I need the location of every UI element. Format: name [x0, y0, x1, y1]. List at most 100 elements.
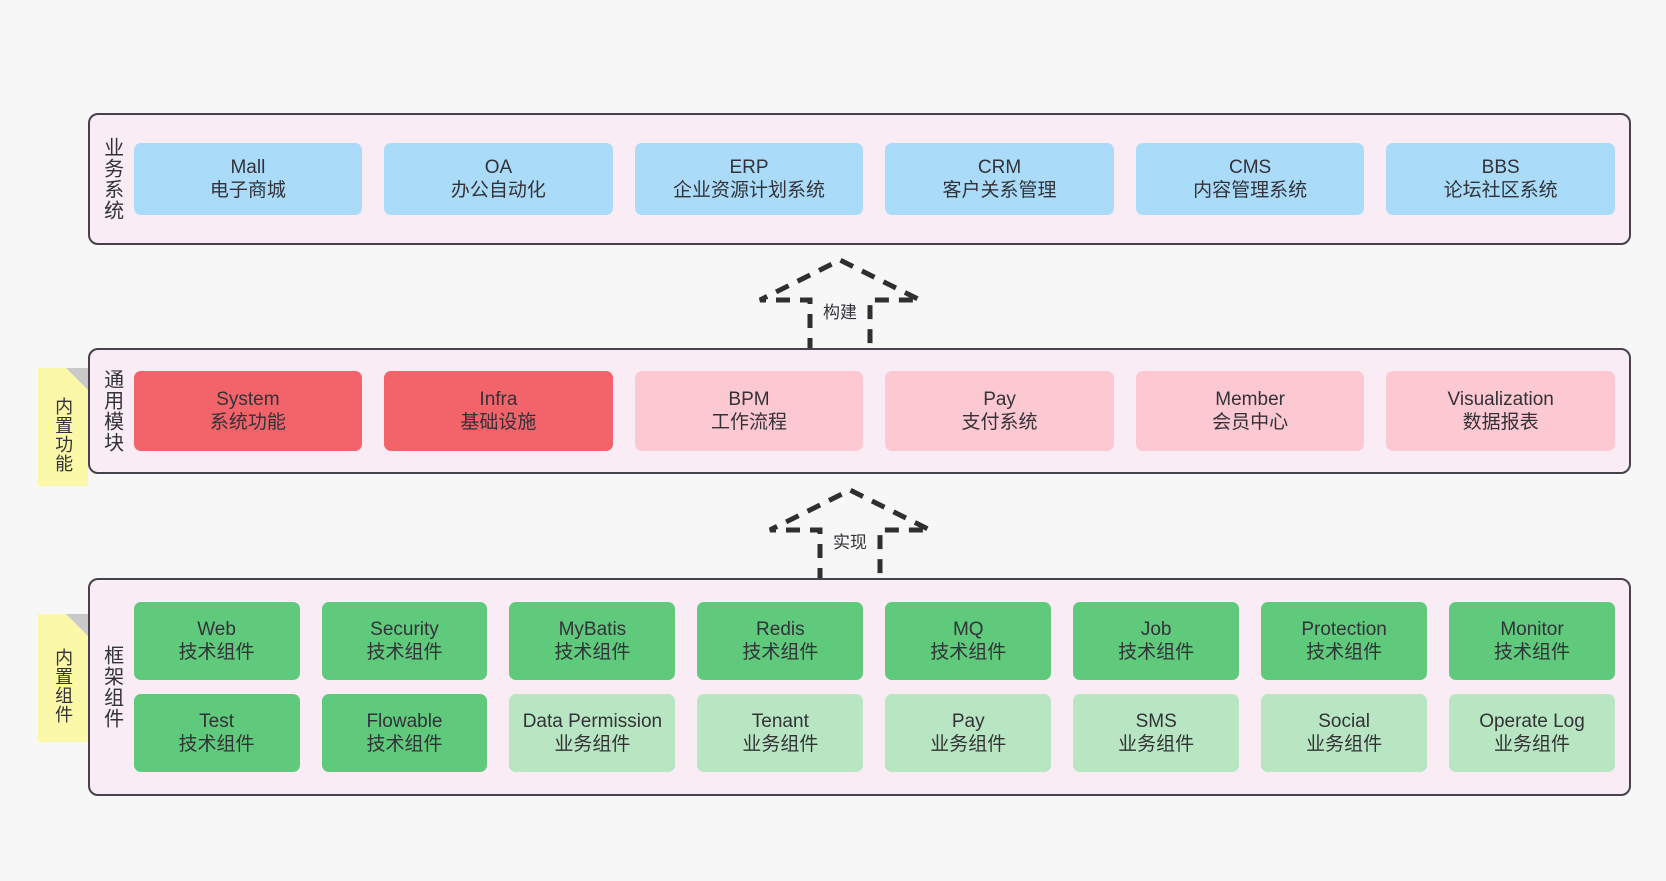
card-title-en: Monitor	[1500, 618, 1564, 640]
card-title-cn: 办公自动化	[450, 180, 546, 201]
card-title-en: OA	[484, 156, 513, 178]
card-title-en: Redis	[756, 618, 805, 640]
card-title-cn: 数据报表	[1462, 412, 1539, 433]
sticky-note-text: 内置组件	[53, 648, 74, 724]
card-title-en: Test	[199, 710, 234, 732]
card-title-cn: 技术组件	[178, 642, 255, 663]
card-title-en: BBS	[1481, 156, 1520, 178]
connector-implement-arrow: 实现	[762, 486, 938, 582]
card-title-cn: 企业资源计划系统	[672, 180, 825, 201]
card-member[interactable]: Member 会员中心	[1135, 371, 1365, 451]
layer-business-systems: 业务系统 Mall 电子商城 OA 办公自动化 ERP 企业资源计划系统 CRM…	[88, 113, 1631, 245]
card-title-en: Web	[197, 618, 236, 640]
layer-title-framework: 框架组件	[100, 645, 123, 729]
card-title-cn: 业务组件	[1306, 734, 1383, 755]
connector-label-build: 构建	[823, 303, 857, 322]
card-web[interactable]: Web 技术组件	[133, 602, 300, 680]
card-visualization[interactable]: Visualization 数据报表	[1386, 371, 1615, 451]
card-title-cn: 技术组件	[1306, 642, 1383, 663]
card-redis[interactable]: Redis 技术组件	[697, 602, 864, 680]
card-title-en: BPM	[728, 388, 770, 410]
card-title-cn: 论坛社区系统	[1443, 180, 1558, 201]
card-title-cn: 支付系统	[961, 412, 1038, 433]
card-title-cn: 系统功能	[209, 412, 286, 433]
card-mybatis[interactable]: MyBatis 技术组件	[509, 602, 676, 680]
card-title-cn: 业务组件	[742, 734, 819, 755]
card-monitor[interactable]: Monitor 技术组件	[1449, 602, 1615, 680]
card-job[interactable]: Job 技术组件	[1073, 602, 1240, 680]
layer-title-common: 通用模块	[100, 369, 123, 453]
card-title-cn: 技术组件	[1494, 642, 1571, 663]
card-sms[interactable]: SMS 业务组件	[1073, 694, 1240, 772]
card-title-en: Operate Log	[1479, 710, 1585, 732]
card-title-en: CMS	[1229, 156, 1272, 178]
card-title-en: Visualization	[1447, 388, 1554, 410]
card-title-cn: 技术组件	[1118, 642, 1195, 663]
card-mall[interactable]: Mall 电子商城	[133, 143, 363, 215]
card-security[interactable]: Security 技术组件	[321, 602, 488, 680]
card-title-en: Security	[370, 618, 439, 640]
layer-framework-components: 框架组件 Web 技术组件 Security 技术组件 MyBatis 技术组件…	[88, 578, 1631, 796]
card-title-en: Tenant	[751, 710, 809, 732]
card-flowable[interactable]: Flowable 技术组件	[321, 694, 488, 772]
card-title-en: MyBatis	[558, 618, 627, 640]
card-operate-log[interactable]: Operate Log 业务组件	[1449, 694, 1615, 772]
card-title-en: SMS	[1135, 710, 1177, 732]
card-title-en: Pay	[983, 388, 1016, 410]
layer-common-modules: 通用模块 System 系统功能 Infra 基础设施 BPM 工作流程 Pay…	[88, 348, 1631, 474]
sticky-note-text: 内置功能	[53, 397, 74, 473]
card-title-cn: 工作流程	[710, 412, 787, 433]
card-test[interactable]: Test 技术组件	[133, 694, 300, 772]
cards-row: Mall 电子商城 OA 办公自动化 ERP 企业资源计划系统 CRM 客户关系…	[133, 143, 1615, 215]
card-title-en: Mall	[230, 156, 266, 178]
card-title-cn: 技术组件	[742, 642, 819, 663]
card-title-en: Job	[1140, 618, 1172, 640]
card-erp[interactable]: ERP 企业资源计划系统	[634, 143, 864, 215]
card-pay-business[interactable]: Pay 业务组件	[885, 694, 1052, 772]
dashed-hollow-arrow-up-icon	[768, 487, 932, 582]
connector-build-arrow: 构建	[752, 256, 928, 352]
card-title-cn: 内容管理系统	[1193, 180, 1308, 201]
card-title-en: System	[216, 388, 280, 410]
card-title-cn: 技术组件	[366, 734, 443, 755]
layer-title-business: 业务系统	[100, 137, 123, 221]
card-title-cn: 电子商城	[209, 180, 286, 201]
card-data-permission[interactable]: Data Permission 业务组件	[509, 694, 676, 772]
cards-row: System 系统功能 Infra 基础设施 BPM 工作流程 Pay 支付系统…	[133, 371, 1615, 451]
card-title-en: Pay	[951, 710, 985, 732]
card-cms[interactable]: CMS 内容管理系统	[1135, 143, 1365, 215]
card-title-cn: 基础设施	[460, 412, 537, 433]
card-tenant[interactable]: Tenant 业务组件	[697, 694, 864, 772]
card-bpm[interactable]: BPM 工作流程	[634, 371, 864, 451]
cards-row: Web 技术组件 Security 技术组件 MyBatis 技术组件 Redi…	[133, 602, 1615, 680]
card-title-cn: 业务组件	[930, 734, 1007, 755]
sticky-note-builtin-features: 内置功能	[38, 368, 88, 486]
card-title-en: Protection	[1301, 618, 1387, 640]
card-bbs[interactable]: BBS 论坛社区系统	[1386, 143, 1615, 215]
card-title-cn: 技术组件	[930, 642, 1007, 663]
card-title-cn: 业务组件	[1118, 734, 1195, 755]
folded-corner-icon	[66, 614, 88, 636]
card-infra[interactable]: Infra 基础设施	[384, 371, 613, 451]
card-title-cn: 业务组件	[554, 734, 631, 755]
dashed-hollow-arrow-up-icon	[758, 257, 922, 352]
card-social[interactable]: Social 业务组件	[1261, 694, 1428, 772]
folded-corner-icon	[66, 368, 88, 390]
card-title-en: Flowable	[366, 710, 443, 732]
sticky-note-builtin-components: 内置组件	[38, 614, 88, 742]
card-system[interactable]: System 系统功能	[133, 371, 363, 451]
layer-common-cards: System 系统功能 Infra 基础设施 BPM 工作流程 Pay 支付系统…	[128, 350, 1629, 472]
card-title-en: CRM	[977, 156, 1022, 178]
layer-business-cards: Mall 电子商城 OA 办公自动化 ERP 企业资源计划系统 CRM 客户关系…	[128, 115, 1629, 243]
card-title-cn: 客户关系管理	[942, 180, 1057, 201]
card-protection[interactable]: Protection 技术组件	[1261, 602, 1428, 680]
card-pay[interactable]: Pay 支付系统	[885, 371, 1114, 451]
card-title-en: MQ	[952, 618, 984, 640]
card-title-en: Data Permission	[522, 710, 663, 732]
card-oa[interactable]: OA 办公自动化	[384, 143, 613, 215]
card-crm[interactable]: CRM 客户关系管理	[885, 143, 1114, 215]
card-title-en: ERP	[729, 156, 769, 178]
card-mq[interactable]: MQ 技术组件	[885, 602, 1052, 680]
card-title-cn: 技术组件	[554, 642, 631, 663]
card-title-cn: 技术组件	[366, 642, 443, 663]
